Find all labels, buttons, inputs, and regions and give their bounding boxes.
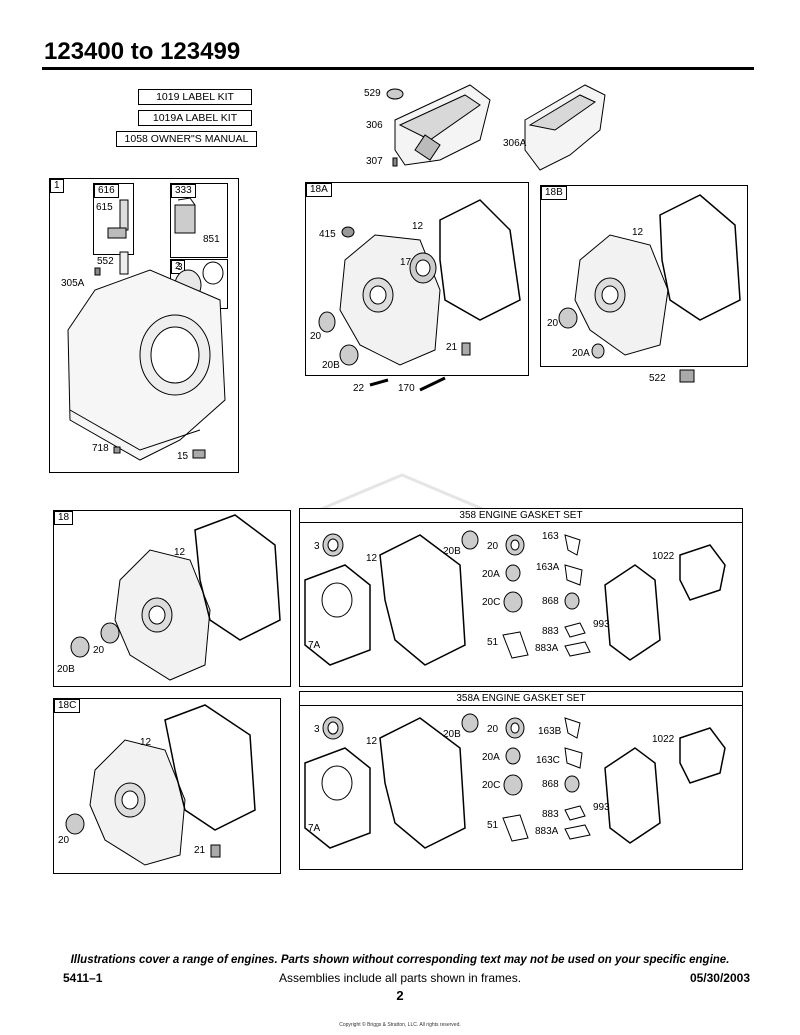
assemblies-note: Assemblies include all parts shown in fr…: [278, 971, 522, 985]
part-label-7a: 7A: [308, 823, 321, 834]
part-label-615: 615: [96, 202, 113, 213]
part-label-7a: 7A: [308, 640, 321, 651]
part-label-12: 12: [412, 221, 424, 232]
part-label-993: 993: [593, 619, 610, 630]
part-label-20b: 20B: [443, 546, 461, 557]
part-label-20b: 20B: [57, 664, 75, 675]
part-label-20: 20: [310, 331, 322, 342]
part-label-552: 552: [97, 256, 114, 267]
part-label-20a: 20A: [572, 348, 590, 359]
label-kit-1019: 1019 LABEL KIT: [138, 89, 252, 105]
part-label-1022: 1022: [652, 551, 675, 562]
title-divider: [42, 67, 754, 70]
publication-date: 05/30/2003: [689, 971, 750, 985]
part-label-163a: 163A: [536, 562, 560, 573]
part-label-306a: 306A: [503, 138, 527, 149]
frame-tag-18a: 18A: [306, 183, 332, 197]
document-number: 5411–1: [63, 971, 103, 985]
part-label-21: 21: [446, 342, 458, 353]
part-label-20c: 20C: [482, 597, 501, 608]
part-label-20: 20: [547, 318, 559, 329]
part-label-883: 883: [542, 809, 559, 820]
frame-tag-18c: 18C: [54, 699, 81, 713]
part-label-170: 170: [398, 383, 415, 394]
part-label-3: 3: [314, 724, 320, 735]
part-label-3: 3: [177, 262, 183, 273]
part-label-851: 851: [203, 234, 220, 245]
frame-tag-2: 2: [171, 260, 185, 274]
part-label-12: 12: [140, 737, 152, 748]
label-kit-1019a: 1019A LABEL KIT: [138, 110, 252, 126]
part-label-20a: 20A: [482, 752, 500, 763]
part-label-51: 51: [487, 820, 499, 831]
part-label-21: 21: [194, 845, 206, 856]
frame-tag-18b: 18B: [541, 186, 567, 200]
part-label-883a: 883A: [535, 826, 559, 837]
part-label-12: 12: [366, 736, 378, 747]
part-label-306: 306: [366, 120, 383, 131]
frame-tag-18: 18: [54, 511, 74, 525]
part-label-415: 415: [319, 229, 336, 240]
part-label-20: 20: [487, 541, 499, 552]
part-label-12: 12: [366, 553, 378, 564]
frame-tag-616: 616: [94, 184, 119, 198]
page-title: 123400 to 123499: [44, 38, 241, 65]
part-label-529: 529: [364, 88, 381, 99]
part-label-22: 22: [353, 383, 365, 394]
part-label-883a: 883A: [535, 643, 559, 654]
part-label-868: 868: [542, 596, 559, 607]
part-label-3: 3: [314, 541, 320, 552]
part-label-20b: 20B: [322, 360, 340, 371]
part-label-1022: 1022: [652, 734, 675, 745]
part-label-51: 51: [487, 637, 499, 648]
part-label-15: 15: [177, 451, 189, 462]
part-label-20: 20: [487, 724, 499, 735]
part-label-305a: 305A: [61, 278, 85, 289]
part-label-20c: 20C: [482, 780, 501, 791]
part-label-993: 993: [593, 802, 610, 813]
part-label-307: 307: [366, 156, 383, 167]
part-label-163: 163: [542, 531, 559, 542]
part-label-12: 12: [632, 227, 644, 238]
copyright-notice: Copyright © Briggs & Stratton, LLC. All …: [339, 1022, 461, 1028]
owners-manual-1058: 1058 OWNER"S MANUAL: [116, 131, 257, 147]
frame-tag-333: 333: [171, 184, 196, 198]
part-label-20b: 20B: [443, 729, 461, 740]
part-label-868: 868: [542, 779, 559, 790]
illustration-disclaimer: Illustrations cover a range of engines. …: [70, 954, 730, 966]
part-label-20: 20: [93, 645, 105, 656]
gasket-set-358a-title: 358A ENGINE GASKET SET: [300, 692, 742, 706]
part-label-17: 17: [400, 257, 412, 268]
part-label-522: 522: [649, 373, 666, 384]
part-label-718: 718: [92, 443, 109, 454]
part-label-20: 20: [58, 835, 70, 846]
part-label-20a: 20A: [482, 569, 500, 580]
part-label-883: 883: [542, 626, 559, 637]
part-label-163b: 163B: [538, 726, 562, 737]
part-label-12: 12: [174, 547, 186, 558]
frame-tag-1: 1: [50, 179, 64, 193]
part-label-163c: 163C: [536, 755, 560, 766]
page-number: 2: [396, 988, 404, 1003]
gasket-set-358-title: 358 ENGINE GASKET SET: [300, 509, 742, 523]
